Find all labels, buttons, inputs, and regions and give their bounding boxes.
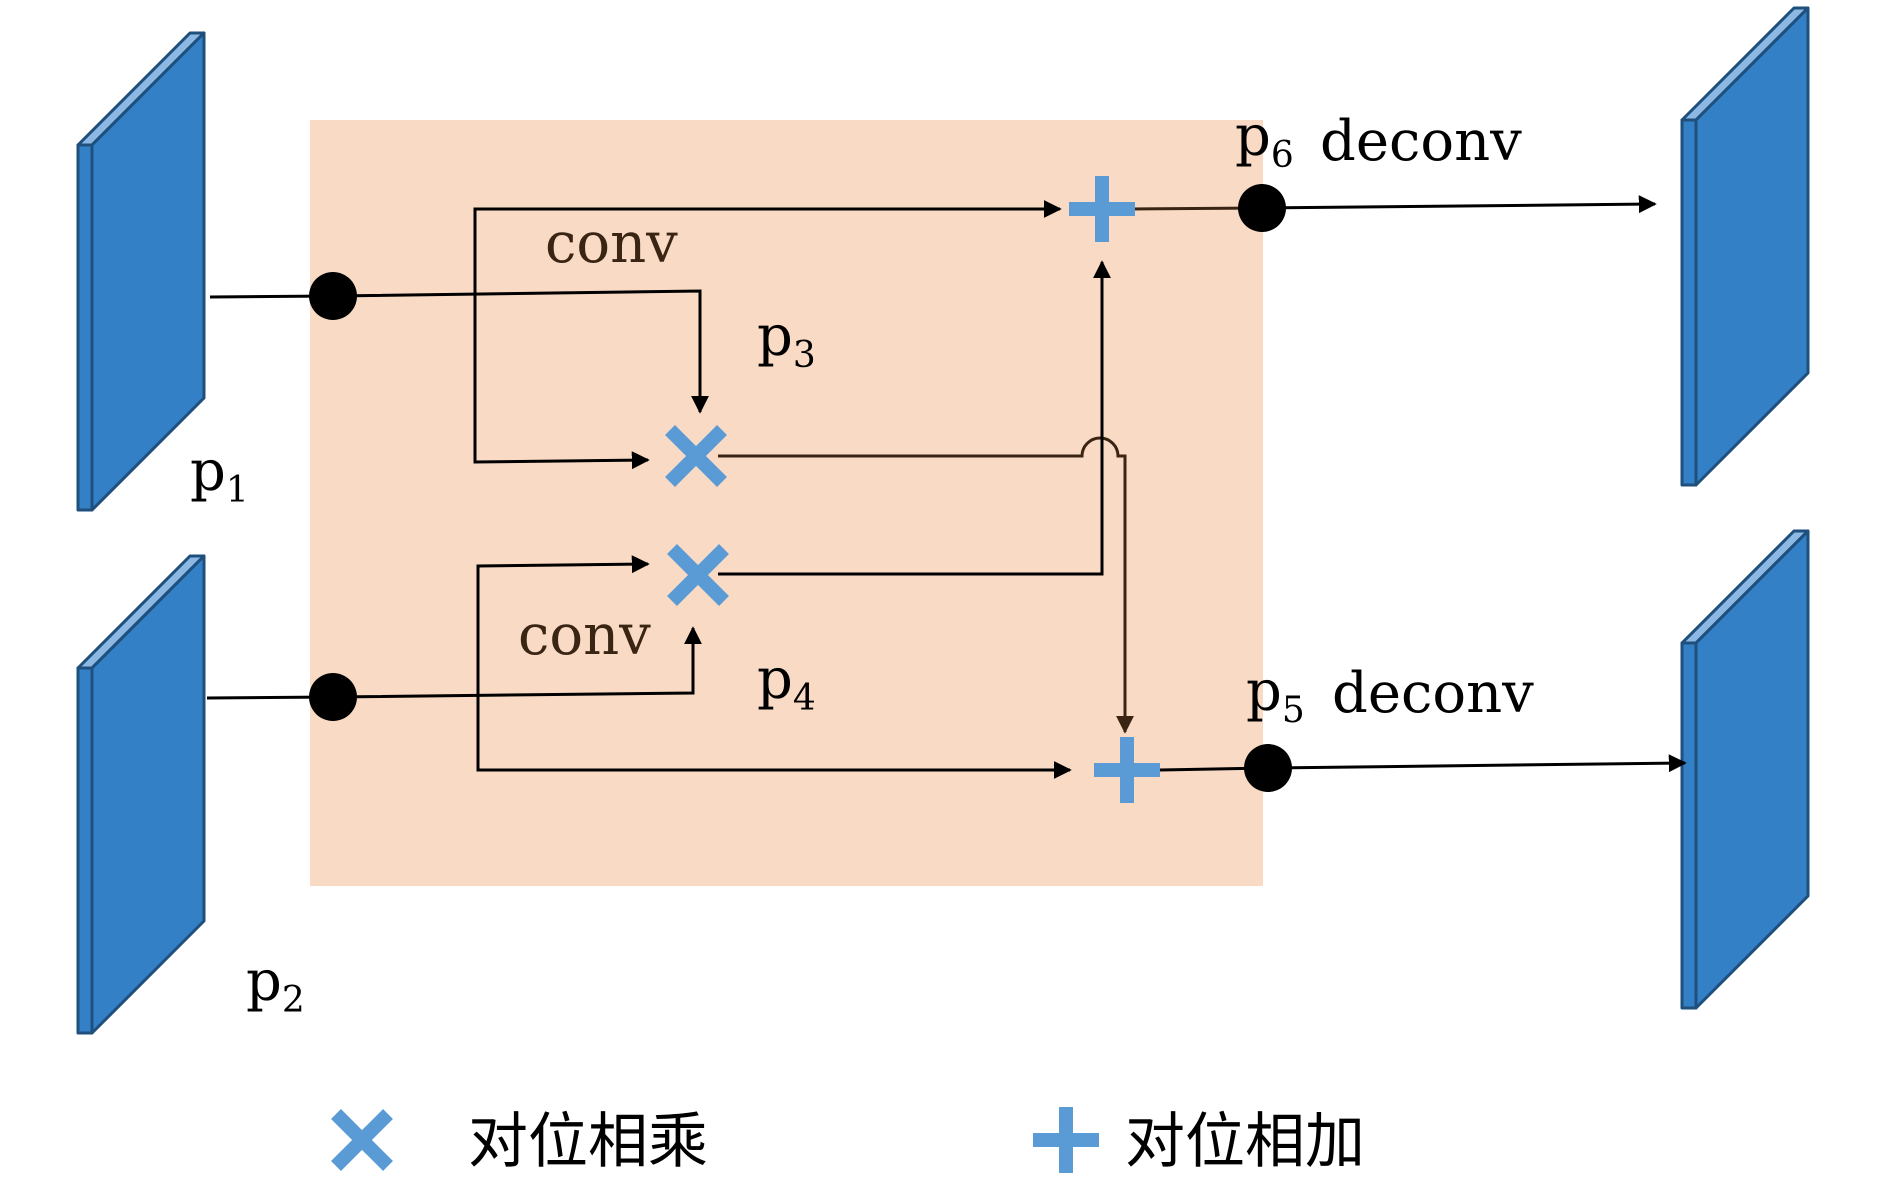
multiply2-to-add-top-line <box>718 260 1111 576</box>
legend-multiply-label: 对位相乘 <box>468 1107 708 1177</box>
legend-add-label: 对位相加 <box>1125 1107 1365 1177</box>
fusion-block-background <box>310 120 1263 886</box>
p2-skip-to-add-line <box>476 697 1072 779</box>
label-p3: p3 <box>757 304 816 376</box>
add-plus-icon <box>1033 1107 1099 1173</box>
multiply-cross-icon <box>667 544 729 606</box>
feature-map-p1 <box>76 31 206 512</box>
label-p6: p6 <box>1235 104 1294 176</box>
label-conv-bottom: conv <box>518 603 651 668</box>
multiply-cross-icon <box>665 425 727 487</box>
p1-input-line <box>209 289 709 414</box>
label-conv-top: conv <box>545 211 678 276</box>
multiply-cross-icon <box>331 1109 393 1171</box>
add-plus-icon <box>1069 176 1135 242</box>
feature-map-p2 <box>76 554 206 1035</box>
junction-dot-icon <box>1244 744 1292 792</box>
p2-input-line <box>206 626 702 700</box>
label-deconv-bottom: deconv <box>1332 661 1534 726</box>
add-plus-icon <box>1094 737 1160 803</box>
junction-dot-icon <box>1238 184 1286 232</box>
label-p4: p4 <box>757 647 816 719</box>
p5-output-line <box>1267 754 1687 773</box>
feature-map-p5 <box>1680 529 1810 1010</box>
label-p1: p1 <box>190 439 249 511</box>
p6-output-line <box>1261 195 1657 214</box>
p2-skip-to-multiply-line <box>476 555 650 697</box>
p1-skip-to-multiply-line <box>473 297 650 470</box>
label-p5: p5 <box>1246 659 1305 731</box>
p1-skip-to-add-line <box>473 200 1062 297</box>
label-p2: p2 <box>246 949 305 1021</box>
label-deconv-top: deconv <box>1320 109 1522 174</box>
connections <box>206 195 1687 779</box>
junction-dot-icon <box>309 673 357 721</box>
junction-dot-icon <box>309 272 357 320</box>
legend: 对位相乘 对位相加 <box>331 1107 1365 1177</box>
feature-map-p6 <box>1680 6 1810 487</box>
